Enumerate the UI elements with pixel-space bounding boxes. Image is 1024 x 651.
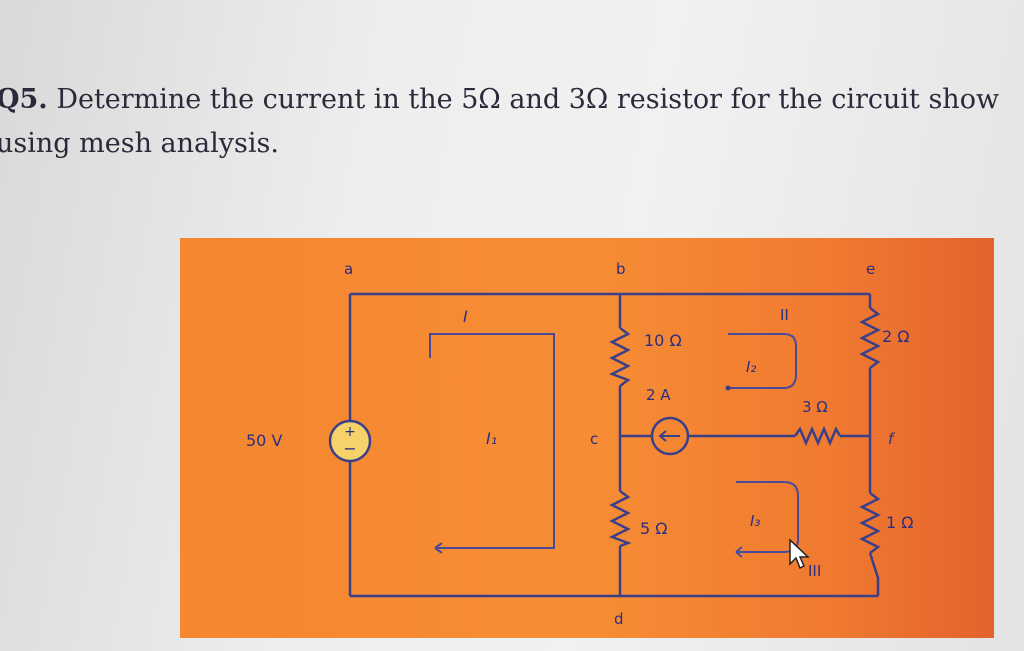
resistor-5-ohm [608,490,632,548]
source-current-label: 2 A [646,386,671,404]
question-number: Q5. [0,84,48,115]
resistor-1-ohm [859,492,881,554]
wire-right [868,294,880,596]
mesh-loop-3-arrow [735,546,743,558]
mesh-current-1-label: I₁ [486,429,497,448]
node-c-label: c [590,430,598,448]
resistor-3-ohm [793,425,842,447]
mesh-loop-1-arrow [434,542,443,554]
question-line-1: Q5. Determine the current in the 5Ω and … [0,78,1024,122]
branch-label-III: III [808,562,821,580]
question-text: Q5. Determine the current in the 5Ω and … [0,78,1024,166]
current-source-2a [650,416,690,456]
svg-text:−: − [343,439,356,458]
resistor-3-label: 3 Ω [802,398,828,416]
question-line-2: using mesh analysis. [0,128,279,159]
resistor-5-label: 5 Ω [640,519,668,538]
node-f-label: f [888,430,896,448]
mesh-current-2-label: I₂ [746,358,756,376]
node-d-label: d [614,610,624,628]
node-b-label: b [616,260,626,278]
mesh-current-3-label: I₃ [750,512,760,530]
circuit-panel: + − 50 V 2 A 10 Ω 5 Ω 3 Ω 2 Ω 1 Ω a b c … [180,238,994,638]
branch-label-II: II [780,306,789,324]
resistor-2-ohm [859,307,881,369]
mesh-loop-2 [728,333,797,389]
resistor-2-label: 2 Ω [882,327,910,346]
circuit-diagram: + − 50 V 2 A 10 Ω 5 Ω 3 Ω 2 Ω 1 Ω a b c … [246,260,914,628]
mesh-loop-2-start [725,385,731,391]
source-voltage-label: 50 V [246,431,282,450]
node-e-label: e [866,260,875,278]
mesh-loop-3 [736,481,799,553]
resistor-1-label: 1 Ω [886,513,914,532]
question-body: Determine the current in the 5Ω and 3Ω r… [56,84,1000,115]
node-a-label: a [344,260,353,278]
mesh-loop-1 [429,333,555,549]
mouse-pointer-icon [789,538,810,570]
voltage-source-50v: + − [328,419,372,463]
resistor-10-label: 10 Ω [644,331,682,350]
resistor-10-ohm [608,327,631,387]
branch-label-I: I [463,307,468,326]
svg-text:+: + [344,424,356,440]
